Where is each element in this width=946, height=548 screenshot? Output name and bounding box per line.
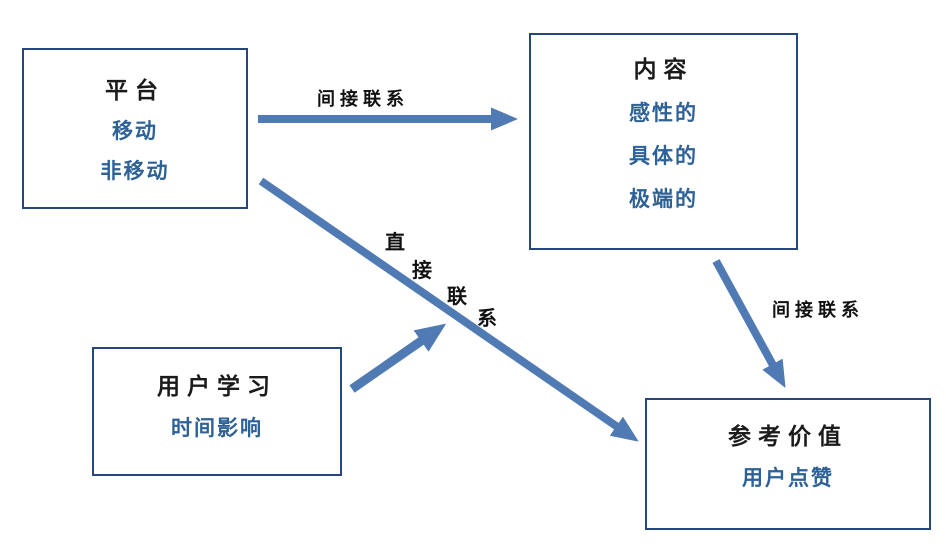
direct-link-label-char: 联 [447, 284, 467, 308]
reference-value-box: 参考价值 用户点赞 [645, 398, 931, 530]
platform-box-item: 移动 [112, 119, 158, 143]
arrow-user-learning-moderator [349, 323, 447, 393]
platform-box: 平台 移动 非移动 [22, 48, 248, 209]
user-learning-box-item: 时间影响 [171, 416, 263, 440]
direct-link-label-char: 系 [477, 306, 497, 330]
direct-link-label-char: 接 [412, 258, 432, 282]
arrow-platform-to-reference [258, 177, 639, 442]
platform-box-title: 平台 [105, 78, 165, 104]
user-learning-box: 用户学习 时间影响 [92, 347, 342, 476]
reference-value-box-item: 用户点赞 [742, 466, 834, 490]
content-box-item: 具体的 [629, 144, 698, 168]
platform-box-item: 非移动 [100, 159, 170, 183]
content-box-item: 极端的 [629, 187, 698, 211]
content-box-item: 感性的 [629, 101, 698, 125]
reference-value-box-title: 参考价值 [728, 424, 848, 450]
indirect-link-label-top: 间接联系 [317, 89, 409, 110]
direct-link-label-char: 直 [385, 230, 405, 254]
content-box-title: 内容 [633, 57, 694, 83]
arrow-content-to-reference [712, 259, 786, 389]
content-box: 内容 感性的 具体的 极端的 [529, 33, 798, 250]
user-learning-box-title: 用户学习 [157, 374, 277, 400]
indirect-link-label-right: 间接联系 [772, 300, 864, 321]
